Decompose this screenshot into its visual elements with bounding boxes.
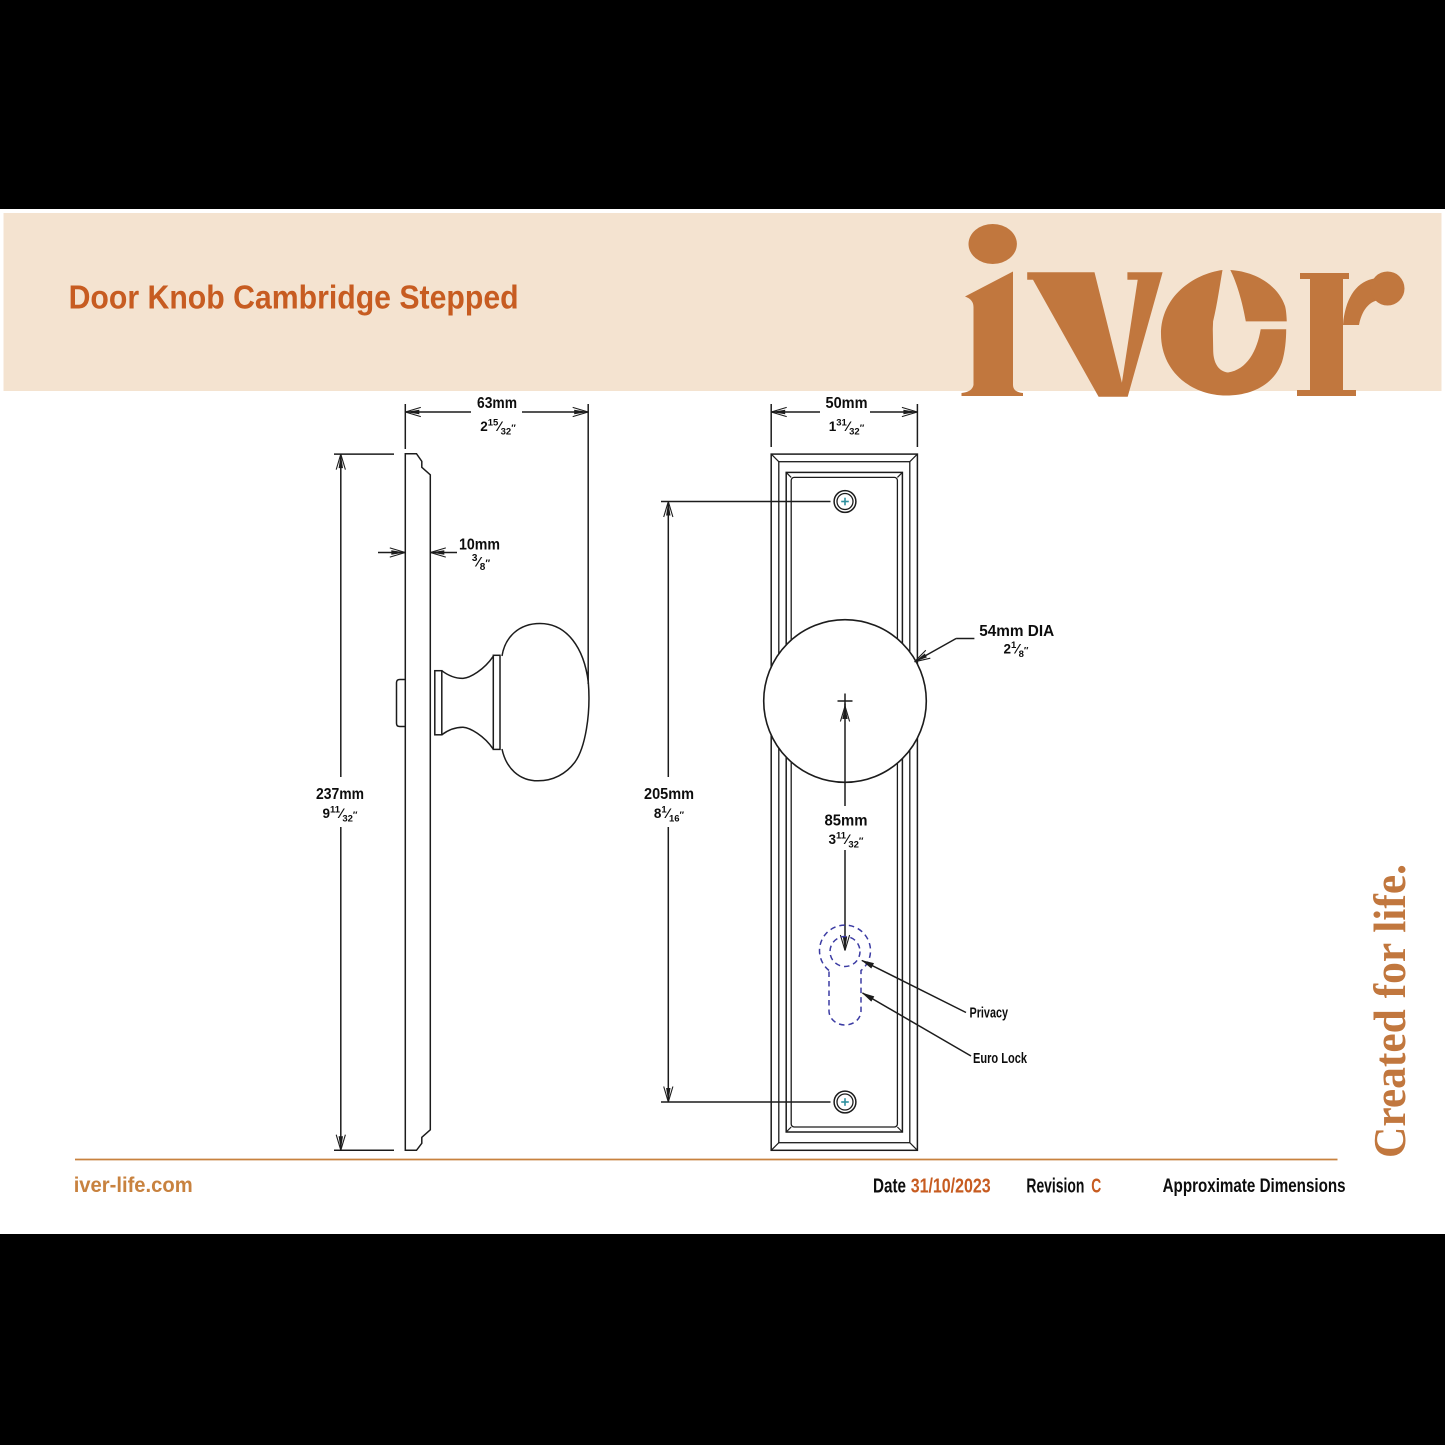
svg-text:3⁄8″: 3⁄8″ xyxy=(472,553,490,573)
svg-text:Door Knob Cambridge Stepped: Door Knob Cambridge Stepped xyxy=(69,280,519,317)
svg-text:C: C xyxy=(1091,1176,1101,1198)
svg-text:Euro Lock: Euro Lock xyxy=(973,1051,1028,1067)
svg-text:63mm: 63mm xyxy=(477,395,517,412)
svg-text:Privacy: Privacy xyxy=(970,1006,1009,1022)
svg-text:31/10/2023: 31/10/2023 xyxy=(911,1176,991,1198)
svg-text:21⁄8″: 21⁄8″ xyxy=(1004,640,1029,660)
svg-text:50mm: 50mm xyxy=(826,395,868,412)
svg-text:Created for life.: Created for life. xyxy=(1364,864,1415,1158)
svg-text:81⁄16″: 81⁄16″ xyxy=(654,805,685,825)
svg-text:54mm DIA: 54mm DIA xyxy=(979,623,1054,640)
svg-text:iver-life.com: iver-life.com xyxy=(74,1174,193,1197)
svg-text:Revision: Revision xyxy=(1026,1176,1084,1198)
svg-text:311⁄32″: 311⁄32″ xyxy=(829,831,864,851)
svg-text:10mm: 10mm xyxy=(459,537,500,554)
svg-text:237mm: 237mm xyxy=(316,786,364,803)
svg-text:205mm: 205mm xyxy=(644,786,694,803)
svg-text:Date: Date xyxy=(873,1176,906,1198)
svg-text:131⁄32″: 131⁄32″ xyxy=(829,418,865,438)
svg-text:Approximate Dimensions: Approximate Dimensions xyxy=(1163,1175,1346,1197)
svg-text:85mm: 85mm xyxy=(825,812,868,829)
svg-text:215⁄32″: 215⁄32″ xyxy=(480,418,516,438)
svg-text:911⁄32″: 911⁄32″ xyxy=(323,805,358,825)
